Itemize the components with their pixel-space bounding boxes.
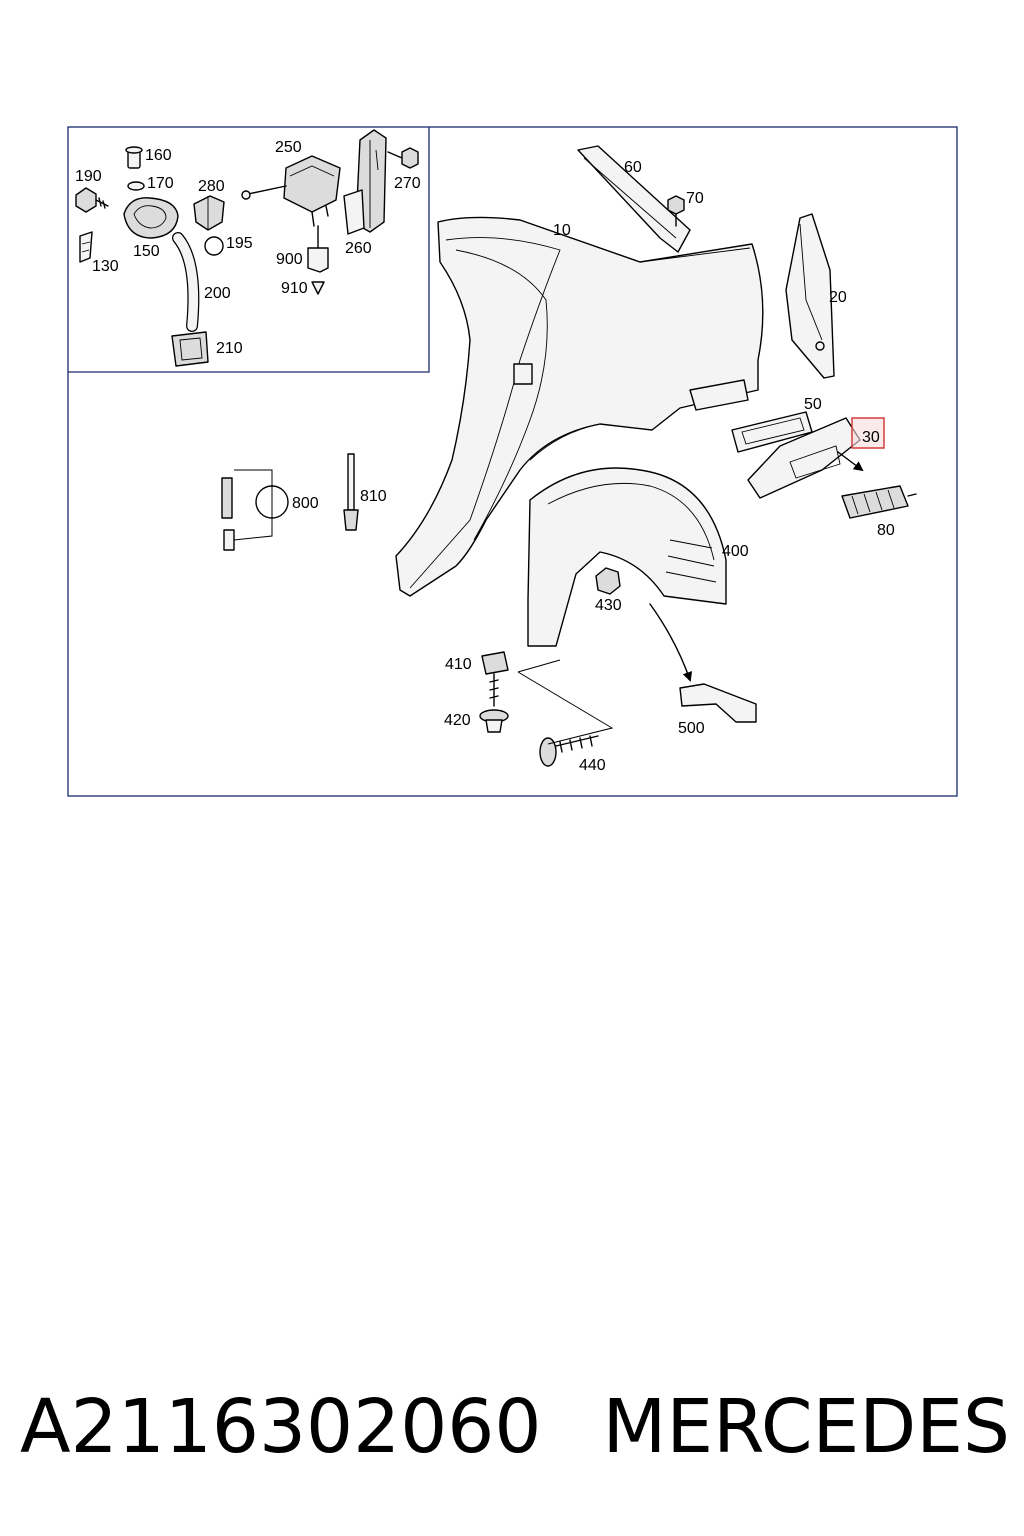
callout-430: 430	[595, 597, 622, 614]
callout-70: 70	[686, 190, 704, 207]
callout-910: 910	[281, 280, 308, 297]
part-280-connector	[193, 195, 225, 231]
part-20-pillar	[785, 213, 835, 379]
part-170-washer	[127, 181, 145, 191]
leader-410-440	[517, 659, 614, 745]
callout-50: 50	[804, 396, 822, 413]
part-number: A2116302060	[20, 1384, 542, 1470]
part-900-910	[307, 225, 329, 295]
part-260-bracket	[343, 129, 387, 235]
callout-195: 195	[226, 235, 253, 252]
caption-bar: A2116302060 MERCEDES	[20, 1372, 1010, 1482]
part-70-bolt	[667, 195, 685, 227]
callout-440: 440	[579, 757, 606, 774]
callout-280: 280	[198, 178, 225, 195]
callout-130: 130	[92, 258, 119, 275]
part-60	[577, 145, 691, 253]
callout-20: 20	[829, 289, 847, 306]
part-420-screw	[479, 673, 509, 733]
part-500-foam-block	[679, 683, 757, 723]
callout-200: 200	[204, 285, 231, 302]
callout-270: 270	[394, 175, 421, 192]
callout-810: 810	[360, 488, 387, 505]
part-80-vent-grille	[837, 451, 917, 519]
callout-900: 900	[276, 251, 303, 268]
callout-170: 170	[147, 175, 174, 192]
part-195-oring	[204, 236, 224, 256]
callout-80: 80	[877, 522, 895, 539]
callout-210: 210	[216, 340, 243, 357]
callout-160: 160	[145, 147, 172, 164]
part-190-screw	[75, 187, 109, 213]
callout-250: 250	[275, 139, 302, 156]
part-410-clip	[481, 651, 509, 675]
part-160-pin	[125, 146, 143, 169]
part-270-bolt	[387, 147, 419, 169]
callout-420: 420	[444, 712, 471, 729]
callout-10: 10	[553, 222, 571, 239]
callout-500: 500	[678, 720, 705, 737]
part-440-push-clip	[539, 735, 599, 767]
part-250-actuator	[241, 155, 341, 227]
brand-name: MERCEDES	[602, 1384, 1010, 1470]
part-810-rivet	[343, 453, 359, 531]
callout-60: 60	[624, 159, 642, 176]
highlight-box-30	[851, 417, 885, 449]
part-210-clamp	[171, 331, 209, 367]
part-10-side-panel	[395, 216, 764, 597]
part-130-clip	[79, 231, 93, 263]
diagram-frame	[67, 126, 958, 797]
callout-260: 260	[345, 240, 372, 257]
callout-150: 150	[133, 243, 160, 260]
callout-400: 400	[722, 543, 749, 560]
callout-800: 800	[292, 495, 319, 512]
part-200-hose-inner	[173, 233, 199, 331]
callout-190: 190	[75, 168, 102, 185]
inset-frame	[68, 127, 430, 373]
callout-30: 30	[862, 429, 880, 446]
part-400-wheel-liner	[527, 467, 727, 682]
part-150-flap-housing	[123, 197, 179, 239]
callout-410: 410	[445, 656, 472, 673]
part-430-nut	[595, 567, 621, 595]
part-800-fasteners	[221, 469, 289, 551]
